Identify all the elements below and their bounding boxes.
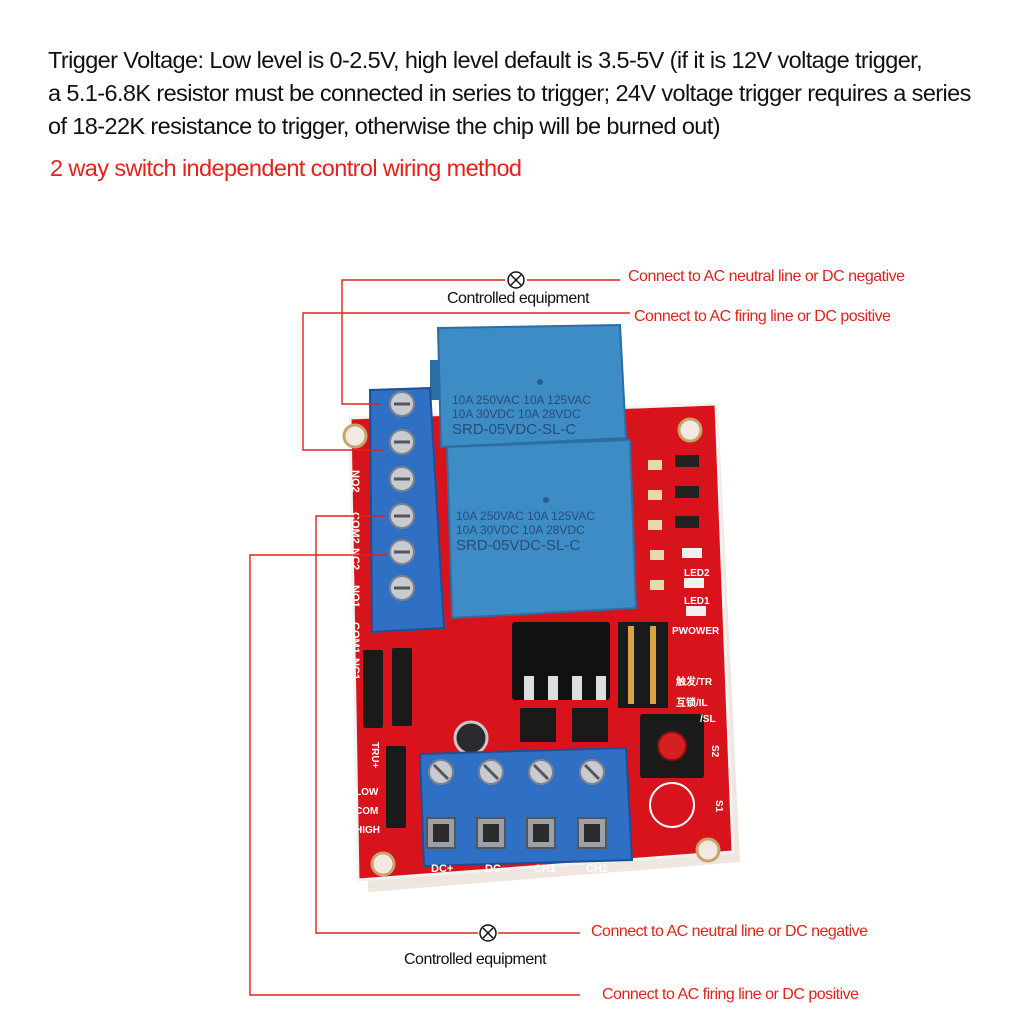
input-terminal-screws (426, 759, 607, 849)
output-terminal-block (368, 386, 446, 634)
mounting-hole (695, 837, 721, 863)
mounting-hole (370, 851, 396, 877)
mounting-hole (677, 417, 703, 443)
push-button (640, 714, 704, 828)
bottom-wiring-lines (249, 515, 580, 996)
terminal-label: COM2 (349, 512, 361, 544)
mounting-hole (342, 423, 368, 449)
top-equipment-label: Controlled equipment (447, 290, 590, 307)
board-side-label: S1 (713, 800, 724, 813)
input-label: DC+ (431, 863, 453, 875)
input-terminal-block (418, 746, 634, 868)
terminal-screw (389, 575, 415, 601)
terminal-screw (389, 539, 415, 565)
board-side-label: 互锁/IL (676, 696, 708, 709)
input-label: CH2 (586, 863, 608, 875)
input-terminal-labels: DC+ DC− CH1 CH2 (431, 863, 608, 875)
input-label: CH1 (534, 863, 556, 875)
terminal-label: NC2 (349, 548, 361, 570)
description-line-3: of 18-22K resistance to trigger, otherwi… (48, 113, 721, 139)
trigger-label: HIGH (355, 825, 380, 836)
terminal-label: NO1 (349, 585, 361, 608)
terminal-screw (389, 503, 415, 529)
top-firing-label: Connect to AC firing line or DC positive (634, 308, 891, 325)
mode-jumpers (363, 648, 412, 828)
relay-bottom-rating-2: 10A 30VDC 10A 28VDC (456, 523, 585, 537)
relay-top-rating-2: 10A 30VDC 10A 28VDC (452, 407, 581, 421)
trigger-voltage-description: Trigger Voltage: Low level is 0-2.5V, hi… (48, 44, 1008, 143)
board-side-label: /SL (700, 714, 716, 725)
trigger-labels: TRU+ LOW COM HIGH (355, 742, 380, 836)
input-label: DC− (485, 863, 507, 875)
bottom-neutral-label: Connect to AC neutral line or DC negativ… (591, 923, 868, 940)
trigger-label: LOW (355, 787, 379, 798)
relay-top: 10A 250VAC 10A 125VAC 10A 30VDC 10A 28VD… (430, 323, 628, 449)
pin-header (618, 622, 668, 708)
top-equipment-symbol (507, 271, 525, 289)
bottom-firing-label: Connect to AC firing line or DC positive (602, 986, 859, 1003)
relay-bottom: 10A 250VAC 10A 125VAC 10A 30VDC 10A 28VD… (445, 438, 638, 620)
trigger-label: COM (355, 806, 378, 817)
top-neutral-label: Connect to AC neutral line or DC negativ… (628, 268, 905, 285)
board-side-label: LED2 (684, 568, 710, 579)
input-screw (426, 759, 456, 849)
smd-components (648, 455, 706, 616)
relay-top-model: SRD-05VDC-SL-C (452, 421, 576, 438)
input-screw (577, 759, 607, 849)
terminal-label: NO2 (349, 470, 361, 493)
terminal-screw (389, 429, 415, 455)
bottom-equipment-symbol (479, 924, 497, 942)
relay-top-rating-1: 10A 250VAC 10A 125VAC (452, 393, 591, 407)
description-line-1: Trigger Voltage: Low level is 0-2.5V, hi… (48, 47, 923, 73)
description-line-2: a 5.1-6.8K resistor must be connected in… (48, 80, 971, 106)
relay-bottom-rating-1: 10A 250VAC 10A 125VAC (456, 509, 595, 523)
output-terminal-screws (389, 391, 415, 601)
control-chip (512, 622, 610, 742)
input-screw (476, 759, 506, 849)
wiring-method-title: 2 way switch independent control wiring … (50, 155, 522, 181)
terminal-screw (389, 391, 415, 417)
board-side-label: 触发/TR (675, 675, 713, 688)
terminal-label: COM1 (349, 622, 361, 654)
board-side-label: LED1 (684, 596, 710, 607)
trigger-label: TRU+ (369, 742, 380, 769)
relay-bottom-model: SRD-05VDC-SL-C (456, 537, 580, 554)
input-screw (526, 759, 556, 849)
terminal-screw (389, 466, 415, 492)
board-side-label: S2 (709, 745, 720, 758)
bottom-equipment-label: Controlled equipment (404, 951, 547, 968)
board-side-label: PWOWER (672, 626, 720, 637)
terminal-label: NC1 (349, 658, 361, 680)
top-wiring-lines (302, 279, 630, 451)
capacitor (453, 720, 489, 756)
